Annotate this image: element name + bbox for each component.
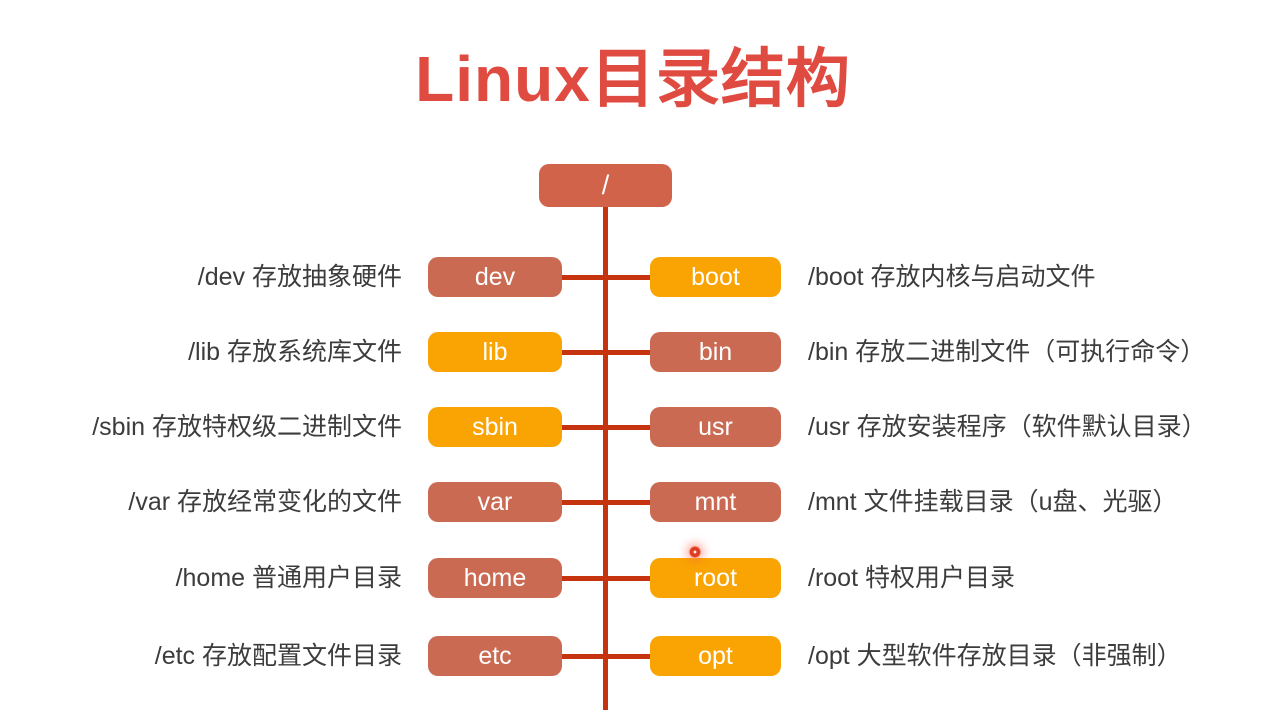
dir-node-boot: boot: [650, 257, 781, 297]
tree-row-etc-opt: /etc 存放配置文件目录 etc opt /opt 大型软件存放目录（非强制）: [0, 636, 1266, 676]
connector-line: [558, 576, 654, 581]
dir-node-dev: dev: [428, 257, 562, 297]
dir-node-mnt: mnt: [650, 482, 781, 522]
tree-trunk-line: [603, 205, 608, 710]
dir-node-root-slash: /: [539, 164, 672, 207]
dir-description-var: /var 存放经常变化的文件: [128, 488, 402, 516]
dir-node-bin: bin: [650, 332, 781, 372]
dir-node-rootdir: root: [650, 558, 781, 598]
dir-node-var: var: [428, 482, 562, 522]
tree-row-var-mnt: /var 存放经常变化的文件 var mnt /mnt 文件挂载目录（u盘、光驱…: [0, 482, 1266, 522]
dir-description-opt: /opt 大型软件存放目录（非强制）: [808, 642, 1182, 670]
dir-description-sbin: /sbin 存放特权级二进制文件: [92, 413, 402, 441]
dir-node-sbin: sbin: [428, 407, 562, 447]
dir-node-etc: etc: [428, 636, 562, 676]
tree-row-sbin-usr: /sbin 存放特权级二进制文件 sbin usr /usr 存放安装程序（软件…: [0, 407, 1266, 447]
connector-line: [558, 425, 654, 430]
dir-description-rootdir: /root 特权用户目录: [808, 564, 1015, 592]
connector-line: [558, 275, 654, 280]
click-indicator-dot-icon: [688, 545, 702, 559]
tree-row-dev-boot: /dev 存放抽象硬件 dev boot /boot 存放内核与启动文件: [0, 257, 1266, 297]
dir-node-home: home: [428, 558, 562, 598]
dir-description-dev: /dev 存放抽象硬件: [197, 263, 402, 291]
tree-row-home-root: /home 普通用户目录 home root /root 特权用户目录: [0, 558, 1266, 598]
dir-description-mnt: /mnt 文件挂载目录（u盘、光驱）: [808, 488, 1178, 516]
connector-line: [558, 350, 654, 355]
page-title: Linux目录结构: [415, 43, 851, 115]
dir-node-usr: usr: [650, 407, 781, 447]
dir-description-lib: /lib 存放系统库文件: [188, 338, 402, 366]
dir-description-boot: /boot 存放内核与启动文件: [808, 263, 1096, 291]
connector-line: [558, 654, 654, 659]
dir-description-etc: /etc 存放配置文件目录: [154, 642, 402, 670]
tree-row-lib-bin: /lib 存放系统库文件 lib bin /bin 存放二进制文件（可执行命令）: [0, 332, 1266, 372]
dir-node-lib: lib: [428, 332, 562, 372]
connector-line: [558, 500, 654, 505]
dir-description-usr: /usr 存放安装程序（软件默认目录）: [808, 413, 1207, 441]
dir-node-opt: opt: [650, 636, 781, 676]
dir-description-bin: /bin 存放二进制文件（可执行命令）: [808, 338, 1206, 366]
dir-description-home: /home 普通用户目录: [175, 564, 402, 592]
